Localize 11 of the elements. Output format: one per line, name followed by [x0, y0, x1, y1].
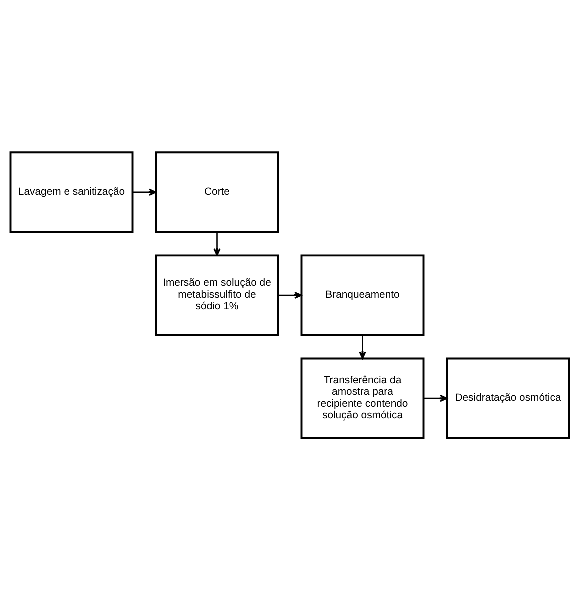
- node-box: Transferência da amostra para recipiente contendo solução osmótica: [300, 358, 425, 440]
- node-box: Desidratação osmótica: [446, 358, 570, 440]
- node-box: Branqueamento: [300, 254, 425, 336]
- arrow: [424, 395, 448, 402]
- arrow: [278, 292, 302, 300]
- node-box: Lavagem e sanitização: [10, 152, 134, 234]
- node-box: Corte: [155, 152, 280, 234]
- node-box: Imersão em solução de metabissulfito de sódio 1%: [155, 254, 280, 336]
- arrow: [359, 335, 366, 360]
- arrow: [214, 232, 221, 256]
- arrow: [132, 188, 157, 196]
